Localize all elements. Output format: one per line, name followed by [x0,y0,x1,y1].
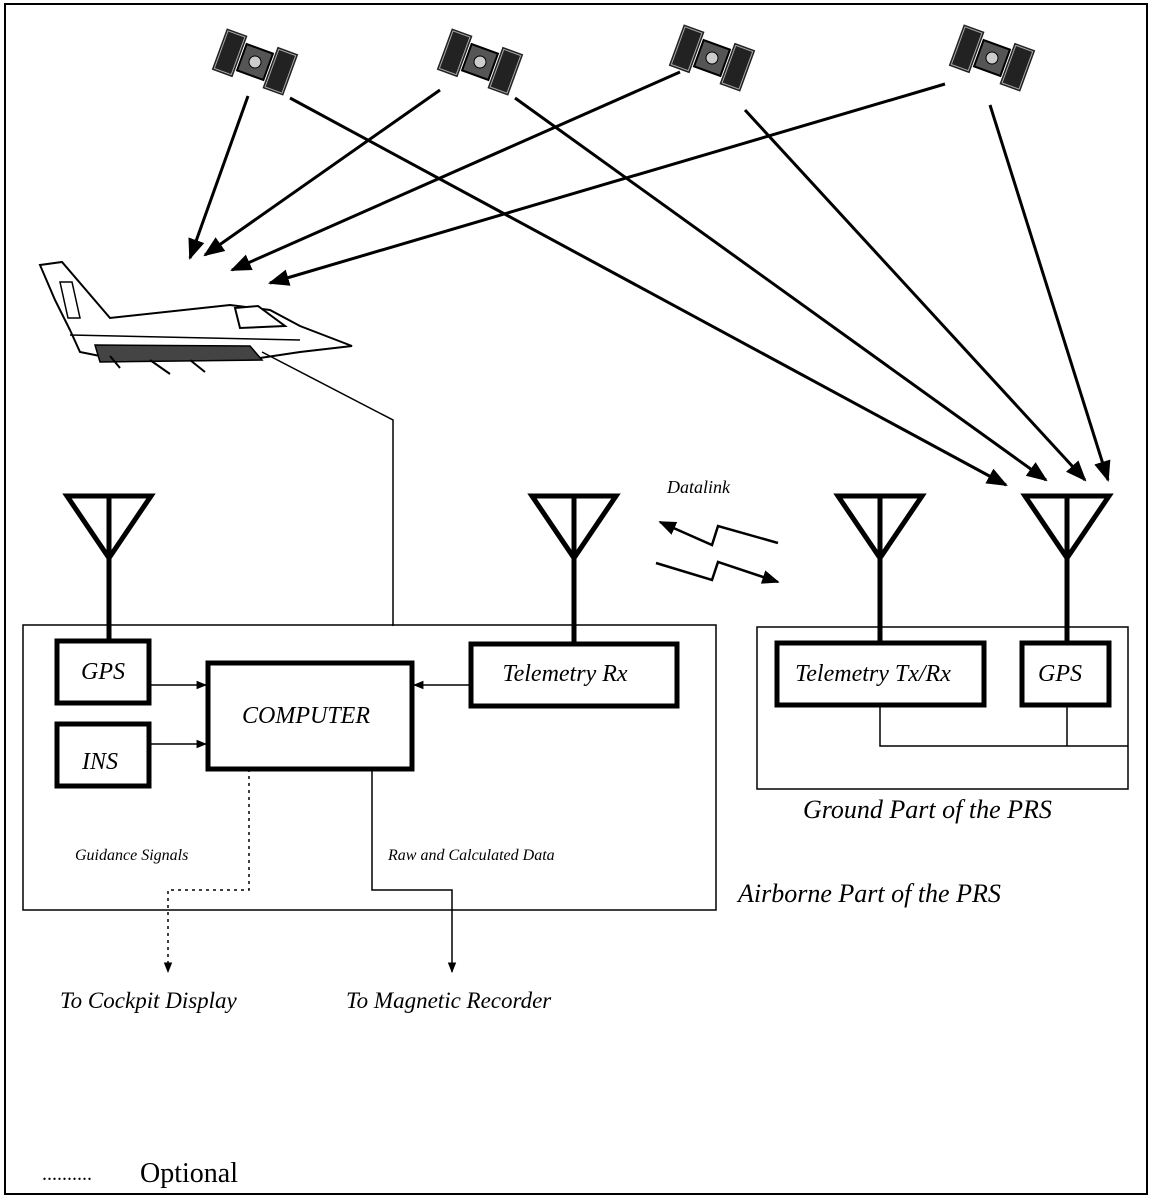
outer-frame [4,3,1148,1195]
ins-box [54,721,152,789]
airborne-caption: Airborne Part of the PRS [736,879,1001,908]
computer-box [205,660,415,772]
aircraft-icon [38,260,353,375]
ground-part-frame [756,626,1129,790]
satellite-signal-arrows [188,70,1111,487]
telemetry-txrx-label: Telemetry Tx/Rx [795,661,951,687]
ground-bus-line [879,705,1128,747]
antenna-icon [838,496,922,558]
telemetry-txrx-box [774,640,987,708]
ins-label: INS [81,749,118,775]
guidance-signals-label: Guidance Signals [75,847,188,864]
gps-air-box [54,638,152,706]
raw-data-label: Raw and Calculated Data [387,847,555,864]
gps-ground-label: GPS [1038,661,1082,687]
datalink-label: Datalink [666,477,731,497]
antenna-icon [67,496,151,558]
telemetry-rx-box [468,641,680,709]
satellite-icon [435,27,525,97]
ground-caption: Ground Part of the PRS [803,795,1052,824]
telemetry-rx-label: Telemetry Rx [502,661,627,687]
airborne-connections [149,680,471,974]
antenna-icon [1025,496,1109,558]
satellite-icon [210,27,300,97]
to-recorder-label: To Magnetic Recorder [346,988,552,1013]
legend-dots: .......... [42,1163,92,1185]
aircraft-connector [261,351,394,626]
airborne-part-frame [22,624,717,911]
antenna-icon [532,496,616,558]
satellite-icon [947,23,1037,93]
datalink-arrows [655,520,780,584]
satellite-icon [667,23,757,93]
computer-label: COMPUTER [242,703,370,729]
gps-air-label: GPS [81,659,125,685]
gps-ground-box [1019,640,1112,708]
to-cockpit-label: To Cockpit Display [60,988,238,1013]
legend-optional: Optional [140,1158,238,1189]
